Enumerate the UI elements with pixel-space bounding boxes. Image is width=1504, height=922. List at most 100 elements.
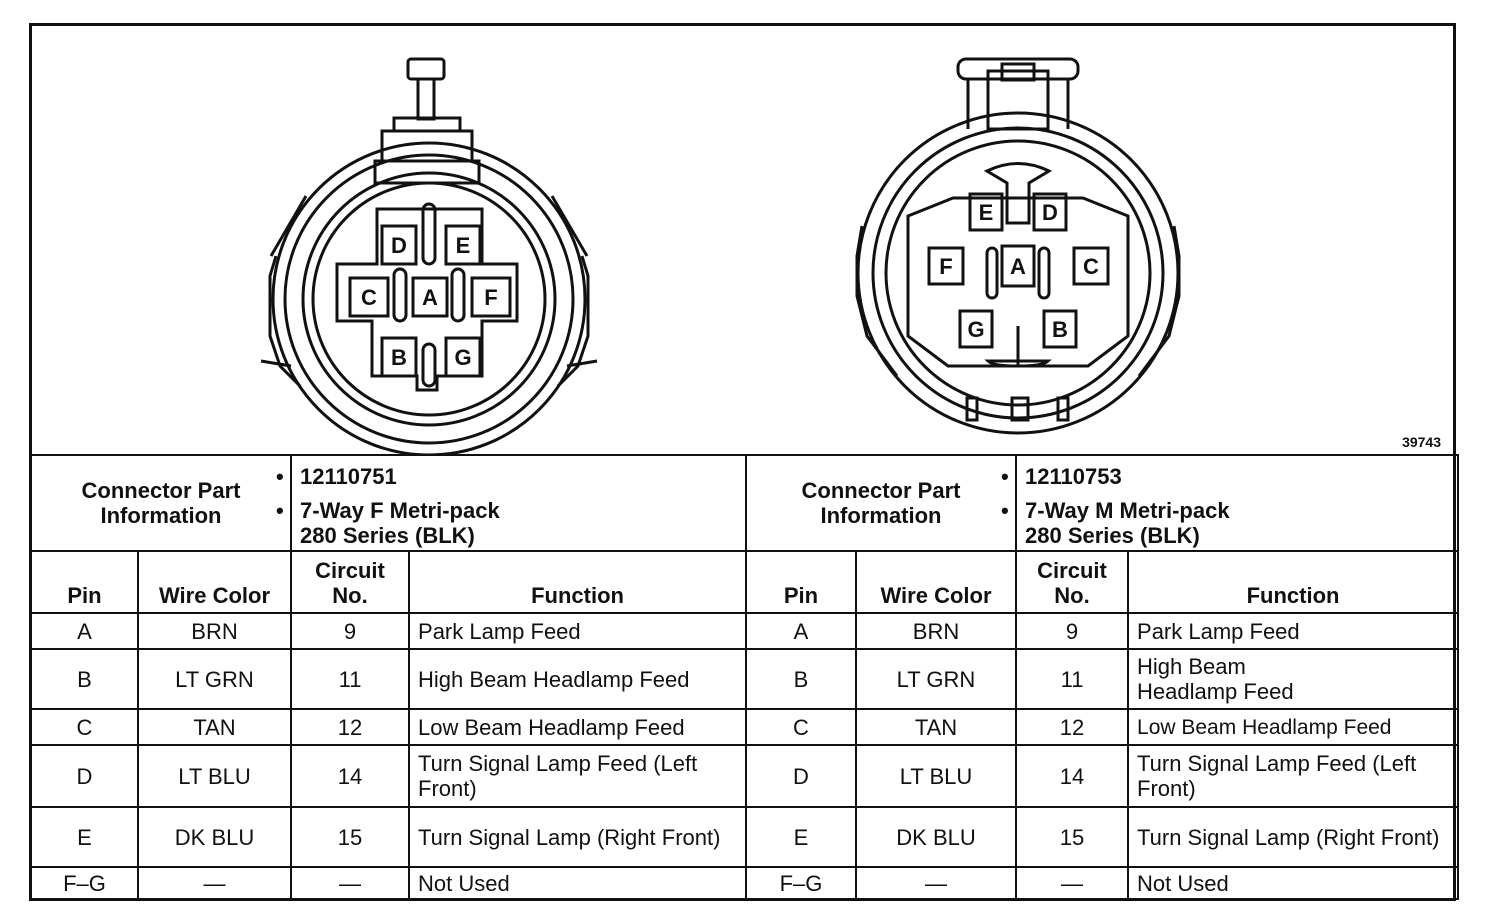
pin-label: E: [456, 233, 471, 258]
circuit-header-line2: No.: [332, 583, 368, 608]
circuit-cell: 12: [290, 708, 411, 746]
circuit-cell: —: [290, 866, 411, 900]
pin-label: C: [1083, 254, 1099, 279]
wire-color-cell: BRN: [136, 612, 293, 650]
pin-label: A: [422, 285, 438, 310]
connector-info-label: Connector Part Information: [29, 454, 293, 552]
function-cell: High Beam Headlamp Feed: [408, 648, 748, 710]
function-cell: Turn Signal Lamp Feed (Left Front): [408, 744, 748, 808]
connector-sheet: D E C A F B G: [29, 23, 1460, 901]
connector-info-label: Connector Part Information: [744, 454, 1018, 552]
pin-label: F: [939, 254, 952, 279]
connector-info-row: Connector Part Information 12110753 7-Wa…: [744, 454, 1460, 552]
pin-cell: F–G: [745, 866, 857, 900]
pin-label: D: [1042, 200, 1058, 225]
pin-cell: C: [30, 708, 139, 746]
female-pin-labels: D E C A F B G: [361, 233, 498, 370]
wire-color-cell: TAN: [136, 708, 293, 746]
circuit-cell: 9: [1015, 612, 1130, 650]
wire-color-cell: LT BLU: [854, 744, 1018, 808]
circuit-header-line2: No.: [1054, 583, 1090, 608]
connector-tables: Connector Part Information 12110751 7-Wa…: [29, 454, 1460, 900]
pin-label: E: [979, 200, 994, 225]
connector-description: 7-Way F Metri-pack: [276, 498, 737, 523]
circuit-cell: 12: [1015, 708, 1130, 746]
wire-color-cell: DK BLU: [136, 806, 293, 868]
function-cell: High Beam Headlamp Feed: [1127, 648, 1460, 710]
part-number: 12110753: [1001, 464, 1449, 489]
table-row: D LT BLU 14 Turn Signal Lamp Feed (Left …: [30, 744, 748, 808]
function-cell: Not Used: [1127, 866, 1460, 900]
circuit-cell: 15: [290, 806, 411, 868]
male-connector-face: [855, 57, 1181, 435]
connector-info-values: 12110751 7-Way F Metri-pack 280 Series (…: [276, 454, 748, 552]
pin-cell: B: [30, 648, 139, 710]
circuit-cell: 14: [290, 744, 411, 808]
pin-label: B: [1052, 317, 1068, 342]
circuit-cell: 11: [1015, 648, 1130, 710]
function-cell: Low Beam Headlamp Feed: [408, 708, 748, 746]
function-cell: Turn Signal Lamp (Right Front): [1127, 806, 1460, 868]
pin-cell: B: [745, 648, 857, 710]
pin-cell: E: [745, 806, 857, 868]
wire-color-cell: TAN: [854, 708, 1018, 746]
wire-color-cell: BRN: [854, 612, 1018, 650]
pin-cell: E: [30, 806, 139, 868]
pin-label: D: [391, 233, 407, 258]
table-row: F–G — — Not Used: [745, 866, 1460, 900]
circuit-header-line1: Circuit: [315, 558, 385, 583]
part-number: 12110751: [276, 464, 737, 489]
pin-cell: D: [30, 744, 139, 808]
pin-header: Pin: [30, 550, 139, 614]
connector-table-male: Connector Part Information 12110753 7-Wa…: [744, 454, 1460, 900]
function-cell: Park Lamp Feed: [1127, 612, 1460, 650]
figure-number: 39743: [1402, 434, 1441, 450]
circuit-cell: 14: [1015, 744, 1130, 808]
connector-description: 7-Way M Metri-pack: [1001, 498, 1449, 523]
function-header: Function: [408, 550, 748, 614]
pin-cell: C: [745, 708, 857, 746]
table-row: B LT GRN 11 High Beam Headlamp Feed: [30, 648, 748, 710]
female-connector-face: [260, 57, 598, 457]
pin-header: Pin: [745, 550, 857, 614]
table-row: E DK BLU 15 Turn Signal Lamp (Right Fron…: [745, 806, 1460, 868]
table-row: F–G — — Not Used: [30, 866, 748, 900]
wire-color-cell: LT BLU: [136, 744, 293, 808]
function-cell: Low Beam Headlamp Feed: [1127, 708, 1460, 746]
wire-color-cell: —: [136, 866, 293, 900]
pin-label: B: [391, 345, 407, 370]
pin-label: F: [484, 285, 497, 310]
circuit-cell: —: [1015, 866, 1130, 900]
male-pin-labels: E D F A C G B: [939, 200, 1099, 342]
connector-face-diagrams: D E C A F B G: [32, 26, 1453, 457]
connector-faces-svg: D E C A F B G: [260, 57, 1181, 457]
wire-color-cell: LT GRN: [854, 648, 1018, 710]
pin-label: C: [361, 285, 377, 310]
connector-series: 280 Series (BLK): [300, 523, 475, 548]
table-row: D LT BLU 14 Turn Signal Lamp Feed (Left …: [745, 744, 1460, 808]
wire-color-cell: DK BLU: [854, 806, 1018, 868]
connector-info-row: Connector Part Information 12110751 7-Wa…: [29, 454, 748, 552]
function-header: Function: [1127, 550, 1460, 614]
table-row: C TAN 12 Low Beam Headlamp Feed: [745, 708, 1460, 746]
pin-cell: D: [745, 744, 857, 808]
connector-table-female: Connector Part Information 12110751 7-Wa…: [29, 454, 748, 900]
connector-info-values: 12110753 7-Way M Metri-pack 280 Series (…: [1001, 454, 1460, 552]
circuit-cell: 9: [290, 612, 411, 650]
table-row: C TAN 12 Low Beam Headlamp Feed: [30, 708, 748, 746]
wire-color-cell: —: [854, 866, 1018, 900]
function-cell: Turn Signal Lamp (Right Front): [408, 806, 748, 868]
pin-label: G: [967, 317, 984, 342]
table-row: A BRN 9 Park Lamp Feed: [745, 612, 1460, 650]
wire-color-header: Wire Color: [136, 550, 293, 614]
wire-color-header: Wire Color: [854, 550, 1018, 614]
circuit-header-line1: Circuit: [1037, 558, 1107, 583]
function-cell: Park Lamp Feed: [408, 612, 748, 650]
circuit-cell: 15: [1015, 806, 1130, 868]
function-cell: Turn Signal Lamp Feed (Left Front): [1127, 744, 1460, 808]
connector-series: 280 Series (BLK): [1025, 523, 1200, 548]
